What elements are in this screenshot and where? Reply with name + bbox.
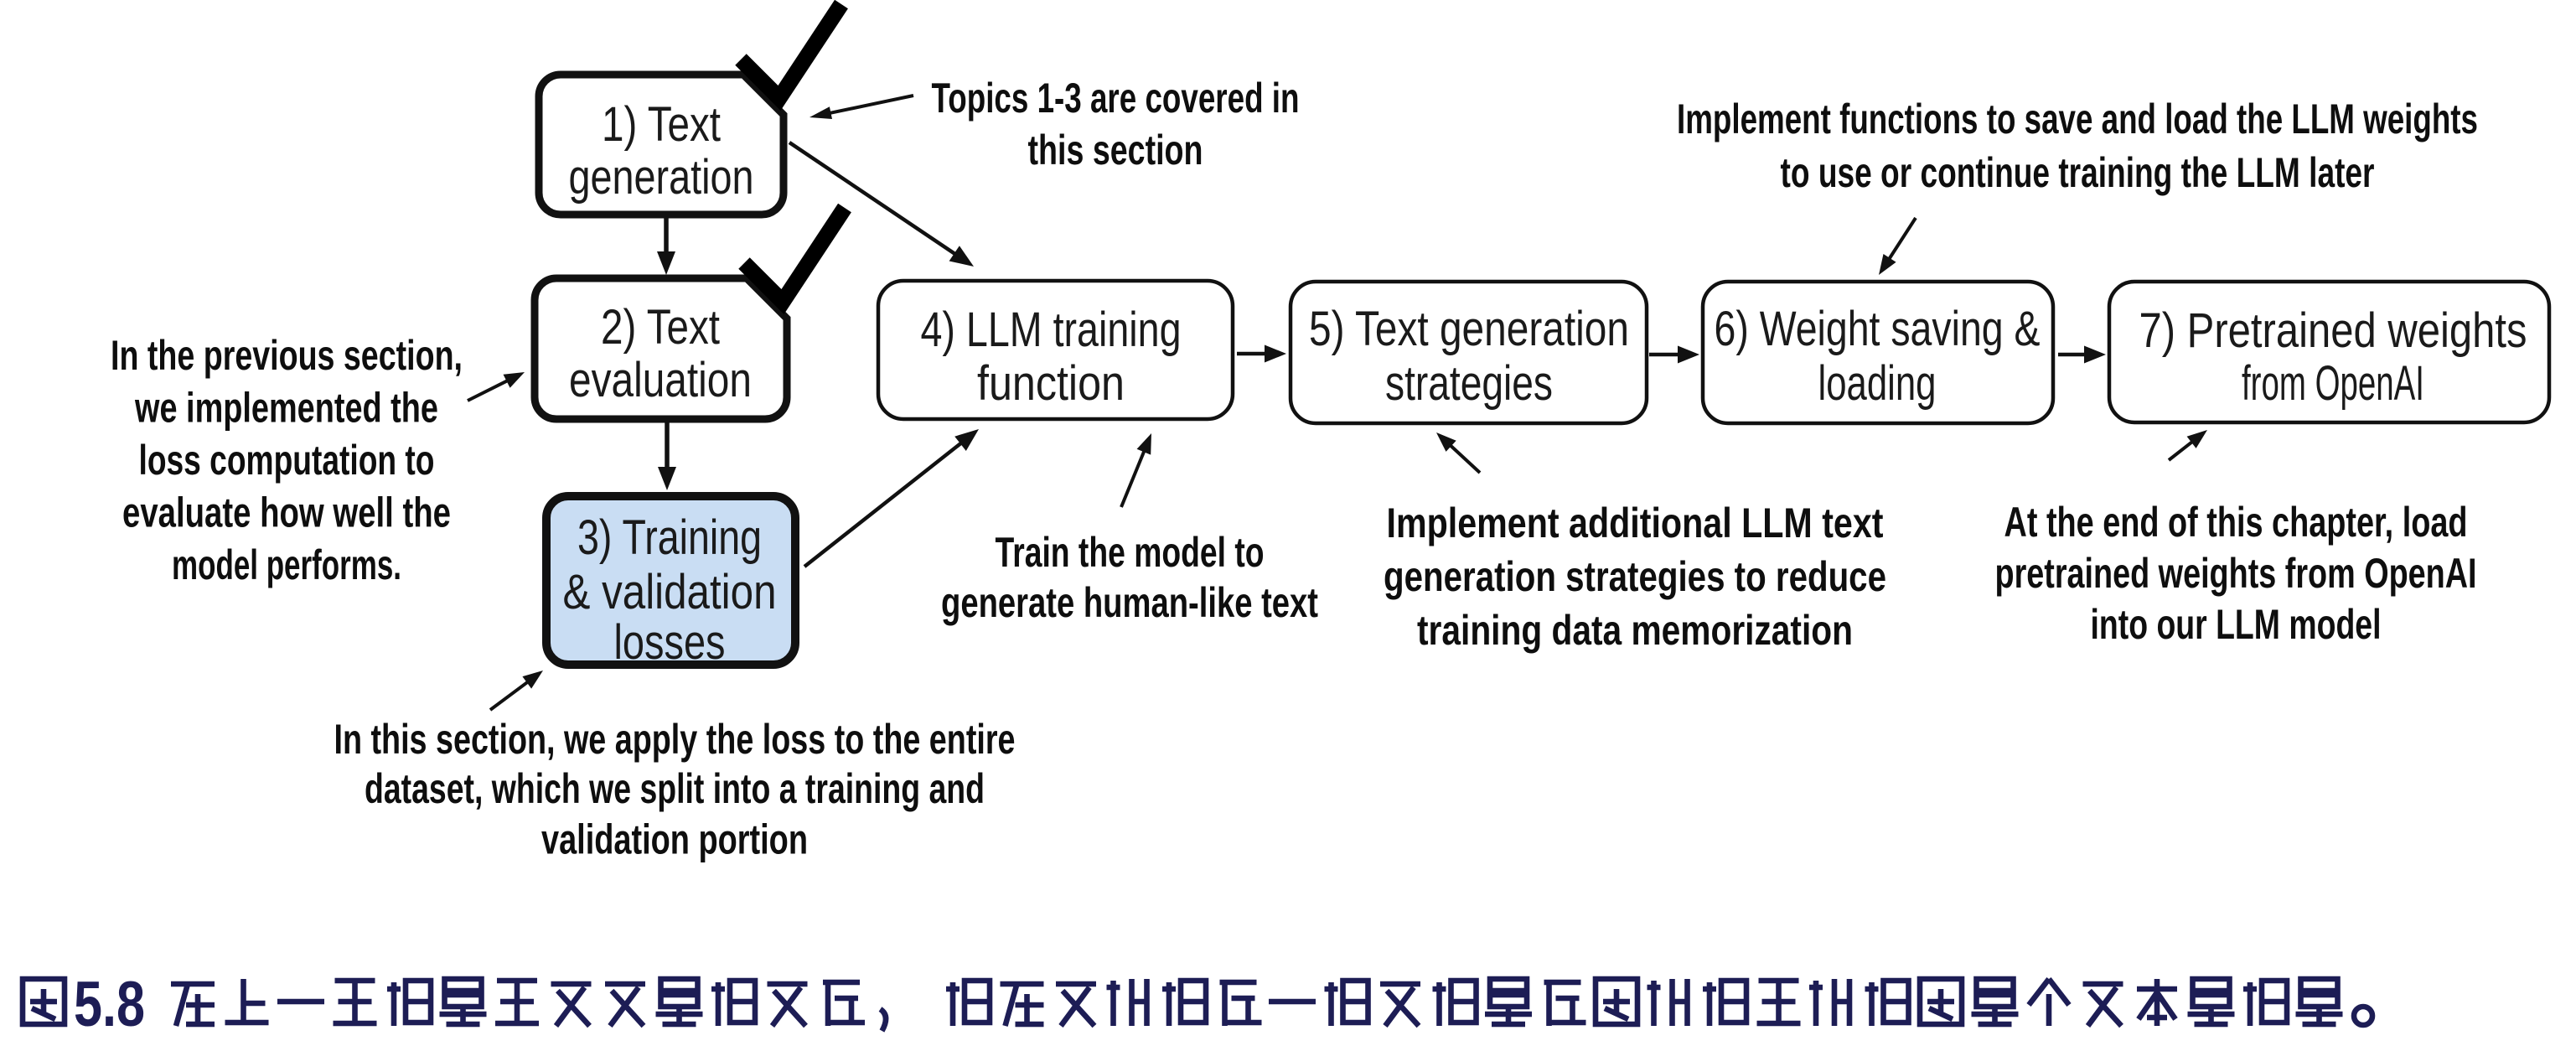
svg-text:1) Text: 1) Text — [602, 97, 721, 152]
svg-text:Implement additional LLM text: Implement additional LLM text — [1387, 500, 1884, 546]
svg-text:function: function — [977, 356, 1125, 411]
svg-text:Implement functions to save an: Implement functions to save and load the… — [1677, 96, 2478, 142]
svg-text:3) Training: 3) Training — [577, 510, 762, 565]
svg-text:training data memorization: training data memorization — [1417, 607, 1853, 654]
svg-text:to use or continue training th: to use or continue training the LLM late… — [1781, 149, 2375, 196]
svg-text:strategies: strategies — [1385, 356, 1553, 411]
svg-text:7) Pretrained weights: 7) Pretrained weights — [2139, 303, 2527, 358]
svg-text:model performs.: model performs. — [172, 541, 401, 588]
svg-text:2) Text: 2) Text — [601, 300, 720, 355]
svg-text:loss computation to: loss computation to — [139, 437, 435, 484]
svg-text:5) Text generation: 5) Text generation — [1309, 302, 1629, 356]
svg-text:At the end of this chapter, lo: At the end of this chapter, load — [2004, 499, 2468, 546]
svg-text:evaluation: evaluation — [569, 353, 752, 407]
svg-text:generate human-like text: generate human-like text — [941, 579, 1318, 626]
svg-text:evaluate how well the: evaluate how well the — [122, 489, 451, 536]
svg-text:from OpenAI: from OpenAI — [2242, 356, 2424, 411]
svg-text:we implemented the: we implemented the — [134, 385, 438, 432]
svg-text:In this section, we apply the: In this section, we apply the loss to th… — [334, 716, 1016, 763]
svg-text:generation strategies to reduc: generation strategies to reduce — [1384, 553, 1886, 600]
svg-text:this section: this section — [1028, 127, 1203, 173]
svg-text:pretrained weights from OpenAI: pretrained weights from OpenAI — [1995, 550, 2477, 597]
svg-text:In the previous section,: In the previous section, — [111, 332, 463, 379]
svg-text:6) Weight saving &: 6) Weight saving & — [1715, 302, 2041, 356]
svg-text:5.8: 5.8 — [74, 969, 145, 1040]
svg-text:Topics 1-3 are covered in: Topics 1-3 are covered in — [932, 75, 1300, 122]
svg-text:loading: loading — [1818, 356, 1937, 411]
svg-text:Train the model to: Train the model to — [996, 529, 1265, 576]
svg-text:losses: losses — [614, 615, 726, 670]
svg-text:4) LLM training: 4) LLM training — [921, 303, 1182, 357]
svg-text:& validation: & validation — [563, 565, 777, 619]
svg-text:dataset, which we split into a: dataset, which we split into a training … — [365, 765, 985, 812]
svg-text:generation: generation — [569, 150, 754, 205]
svg-text:validation portion: validation portion — [541, 816, 808, 863]
svg-text:into our LLM model: into our LLM model — [2091, 601, 2382, 648]
